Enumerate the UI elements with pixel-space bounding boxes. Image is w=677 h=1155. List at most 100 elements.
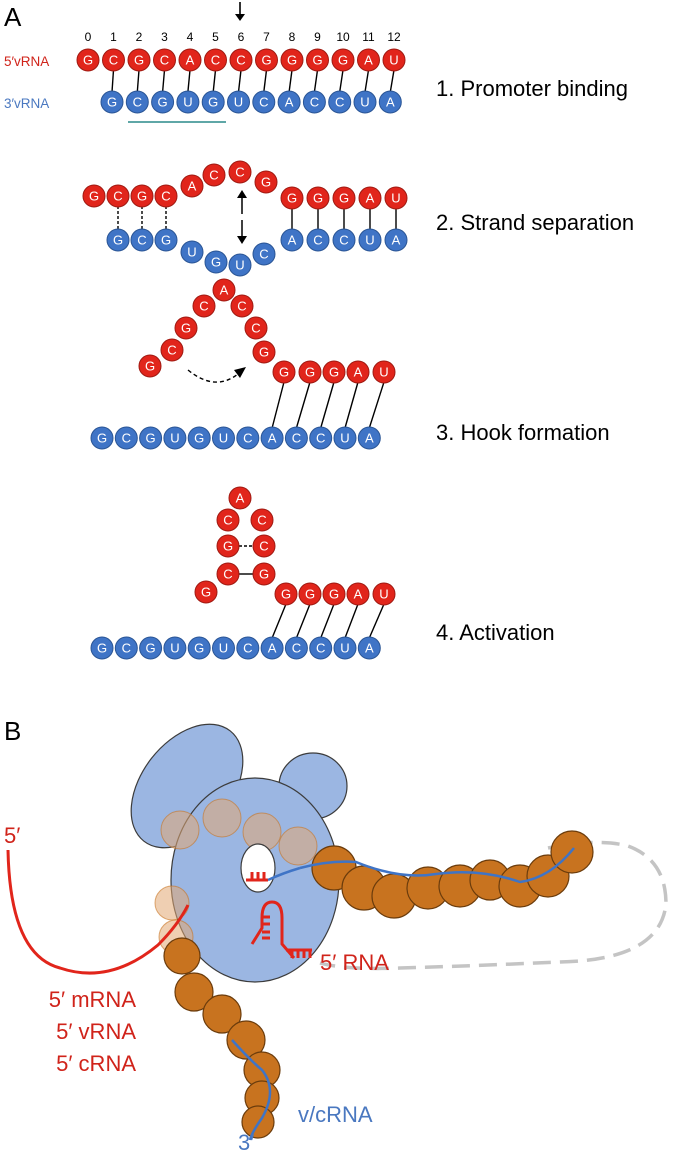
nucleotide-5prime: G xyxy=(127,48,151,72)
nucleotide-letter: G xyxy=(305,365,315,380)
vcrna-strand-lower xyxy=(231,1039,272,1141)
base-pair-bond xyxy=(339,69,344,93)
nucleotide-letter: G xyxy=(305,587,315,602)
nucleotide-3prime: G xyxy=(106,228,130,252)
nucleotide-letter: C xyxy=(335,95,344,110)
nucleotide-letter: A xyxy=(236,491,245,506)
separation-arrows xyxy=(237,190,247,244)
panel-b-label: B xyxy=(4,716,21,746)
position-number: 10 xyxy=(336,30,350,44)
base-pair-bond xyxy=(364,69,370,93)
nucleotide-3prime: A xyxy=(260,426,284,450)
nucleotide-3prime: A xyxy=(357,636,381,660)
nucleotide-3prime: U xyxy=(212,636,235,660)
base-pair-bond xyxy=(271,381,285,429)
nucleotide-letter: A xyxy=(392,233,401,248)
nucleotide-3prime: C xyxy=(236,426,260,450)
base-pair-bond xyxy=(320,381,335,429)
nucleotide-letter: C xyxy=(211,53,220,68)
nucleotide-3prime: C xyxy=(125,90,149,114)
nucleotide-5prime: C xyxy=(192,294,216,318)
nucleotide-letter: G xyxy=(161,233,171,248)
nucleotide-letter: G xyxy=(194,431,204,446)
nucleotide-5prime: G xyxy=(331,48,355,72)
vrna-label: 5′ vRNA xyxy=(56,1019,136,1044)
nucleotide-5prime: A xyxy=(357,48,380,72)
nucleotide-letter: U xyxy=(365,233,374,248)
nucleotide-5prime: G xyxy=(332,186,356,210)
nucleotide-3prime: C xyxy=(236,636,260,660)
hook-arrow xyxy=(187,367,246,383)
nucleotide-3prime: U xyxy=(180,240,204,264)
nucleotide-5prime: C xyxy=(216,508,240,532)
nucleotide-letter: C xyxy=(122,641,131,656)
nucleotide-5prime: C xyxy=(102,48,125,72)
nucleotide-letter: C xyxy=(235,165,244,180)
nucleotide-letter: A xyxy=(285,95,294,110)
nucleotide-3prime: U xyxy=(228,253,252,277)
nucleotide-5prime: C xyxy=(202,163,226,187)
nucleotide-3prime: U xyxy=(212,426,235,450)
nucleotide-5prime: A xyxy=(228,486,252,510)
nucleotide-letter: G xyxy=(83,53,93,68)
nucleotide-letter: G xyxy=(113,233,123,248)
rna5-label: 5′ RNA xyxy=(320,950,389,975)
nucleotide-letter: A xyxy=(386,95,395,110)
mrna-strand xyxy=(6,849,190,975)
nucleotide-5prime: C xyxy=(244,316,268,340)
nucleotide-5prime: U xyxy=(384,186,408,210)
nucleotide-letter: A xyxy=(366,191,375,206)
nucleotide-3prime: C xyxy=(302,90,326,114)
rna-loop-dashed xyxy=(319,840,668,971)
promoter-stemloop xyxy=(250,900,312,959)
nucleotide-letter: G xyxy=(339,191,349,206)
base-pair-bond xyxy=(187,69,191,93)
polymerase xyxy=(130,723,348,983)
nucleotide-letter: C xyxy=(251,321,260,336)
nucleotide-letter: G xyxy=(97,641,107,656)
base-pair-bond xyxy=(320,603,335,639)
nucleotide-3prime: C xyxy=(284,636,308,660)
nucleotide-3prime: G xyxy=(90,426,114,450)
vcrna-strand-right xyxy=(299,847,575,884)
strand-3-label: 3′vRNA xyxy=(4,96,49,111)
nucleotide-letter: G xyxy=(146,641,156,656)
nucleotide-3prime: C xyxy=(309,636,333,660)
nucleotide-letter: A xyxy=(365,641,374,656)
nucleotide-3prime: U xyxy=(176,90,200,114)
vcrna-label: v/cRNA xyxy=(298,1102,373,1127)
nucleotide-letter: G xyxy=(89,189,99,204)
base-pair-bond xyxy=(263,69,268,93)
nucleotide-letter: G xyxy=(259,567,269,582)
nucleotide-3prime: G xyxy=(151,90,175,114)
base-pair-bond xyxy=(288,69,293,93)
nucleotide-letter: G xyxy=(208,95,218,110)
nucleotide-3prime: A xyxy=(384,228,408,252)
base-pair-bond xyxy=(136,69,140,93)
step-3-label: 3. Hook formation xyxy=(436,420,610,445)
nucleotide-letter: C xyxy=(310,95,319,110)
nucleotide-letter: G xyxy=(211,255,221,270)
nucleotide-letter: C xyxy=(292,641,301,656)
nucleotide-5prime: A xyxy=(346,360,370,384)
nucleotide-letter: U xyxy=(219,431,228,446)
base-pair-bond xyxy=(237,69,242,93)
base-pair-bond xyxy=(295,381,311,429)
nucleotide-letter: G xyxy=(287,191,297,206)
nucleotide-letter: C xyxy=(133,95,142,110)
nucleotide-letter: C xyxy=(122,431,131,446)
position-number: 0 xyxy=(85,30,92,44)
nucleotide-letter: G xyxy=(329,587,339,602)
position-number: 4 xyxy=(187,30,194,44)
base-pair-bond xyxy=(389,69,395,93)
nucleotide-letter: G xyxy=(338,53,348,68)
position-number: 1 xyxy=(110,30,117,44)
nucleotide-3prime: G xyxy=(204,250,228,274)
position-6-arrow xyxy=(235,2,245,21)
nucleotide-letter: G xyxy=(281,587,291,602)
nucleotide-letter: C xyxy=(236,53,245,68)
nucleotide-letter: G xyxy=(134,53,144,68)
nucleotide-letter: G xyxy=(261,175,271,190)
nucleotide-5prime: G xyxy=(138,354,162,378)
